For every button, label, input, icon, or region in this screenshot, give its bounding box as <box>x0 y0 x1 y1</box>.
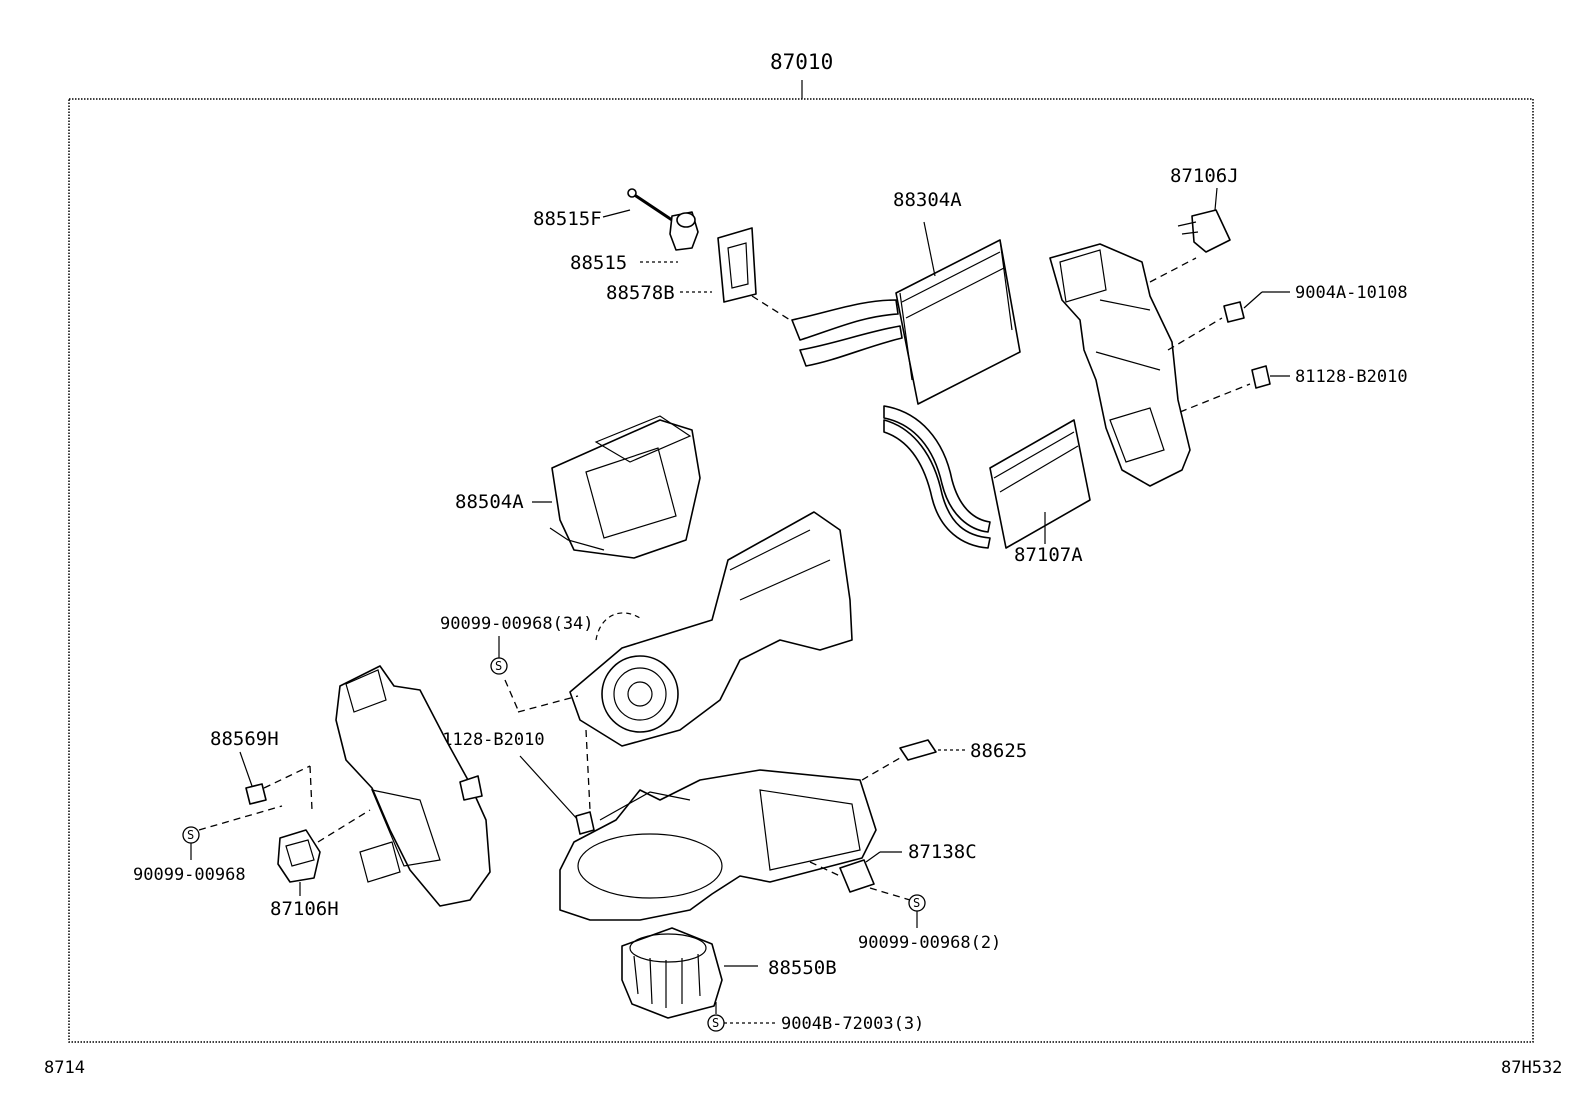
left-case-housing <box>335 665 491 907</box>
callout-9004B-72003-3[interactable]: 9004B-72003(3) <box>781 1014 924 1034</box>
right-case-housing <box>1049 243 1191 487</box>
callout-90099-00968-34[interactable]: 90099-00968(34) <box>440 614 594 634</box>
callout-9004A-10108[interactable]: 9004A-10108 <box>1295 283 1408 303</box>
callout-88625[interactable]: 88625 <box>970 740 1027 762</box>
callout-88569H[interactable]: 88569H <box>210 728 279 750</box>
callout-90099-00968[interactable]: 90099-00968 <box>133 865 246 885</box>
callout-88304A[interactable]: 88304A <box>893 189 962 211</box>
blower-resistor-87138C[interactable] <box>839 859 875 893</box>
air-duct-88504A[interactable] <box>549 415 701 559</box>
seal-symbol-2: S <box>908 894 926 912</box>
callout-87107A[interactable]: 87107A <box>1014 544 1083 566</box>
callout-88504A[interactable]: 88504A <box>455 491 524 513</box>
bolt-part-88515F[interactable] <box>627 188 676 224</box>
diagram-code-left: 8714 <box>44 1058 85 1078</box>
svg-text:S: S <box>187 828 194 842</box>
svg-text:S: S <box>495 659 502 673</box>
evaporator-88304A[interactable] <box>791 239 1021 405</box>
assembly-number-label[interactable]: 87010 <box>770 50 833 74</box>
seal-symbol-3: S <box>707 1014 725 1032</box>
servo-motor-87106J[interactable] <box>1177 209 1231 253</box>
clip-88569H[interactable] <box>245 783 267 805</box>
heater-core-87107A[interactable] <box>883 405 1091 549</box>
blower-motor-88550B[interactable] <box>621 927 723 1019</box>
connector-88625[interactable] <box>899 739 937 761</box>
callout-87138C[interactable]: 87138C <box>908 841 977 863</box>
svg-text:S: S <box>913 896 920 910</box>
callout-90099-00968-2[interactable]: 90099-00968(2) <box>858 933 1001 953</box>
callout-88550B[interactable]: 88550B <box>768 957 837 979</box>
expansion-valve-88515[interactable] <box>669 211 699 251</box>
assembly-frame <box>68 98 1534 1043</box>
gasket-part-88578B[interactable] <box>717 227 757 303</box>
svg-text:S: S <box>712 1016 719 1030</box>
screw-9004A-10108[interactable] <box>1223 301 1245 323</box>
seal-symbol-left: S <box>182 826 200 844</box>
blower-case-lower <box>559 769 877 921</box>
callout-88515[interactable]: 88515 <box>570 252 627 274</box>
diagram-code-right: 87H532 <box>1501 1058 1562 1078</box>
servo-motor-87106H[interactable] <box>277 829 321 883</box>
seal-symbol-34: S <box>490 657 508 675</box>
callout-81128-B2010-right[interactable]: 81128-B2010 <box>1295 367 1408 387</box>
callout-87106H[interactable]: 87106H <box>270 898 339 920</box>
callout-81128-B2010-center[interactable]: 81128-B2010 <box>432 730 545 750</box>
clip-81128-B2010-right[interactable] <box>1251 365 1271 389</box>
callout-88515F[interactable]: 88515F <box>533 208 602 230</box>
callout-88578B[interactable]: 88578B <box>606 282 675 304</box>
blower-case-upper <box>569 511 853 747</box>
clip-81128-B2010-center[interactable] <box>575 811 595 835</box>
callout-87106J[interactable]: 87106J <box>1170 165 1239 187</box>
